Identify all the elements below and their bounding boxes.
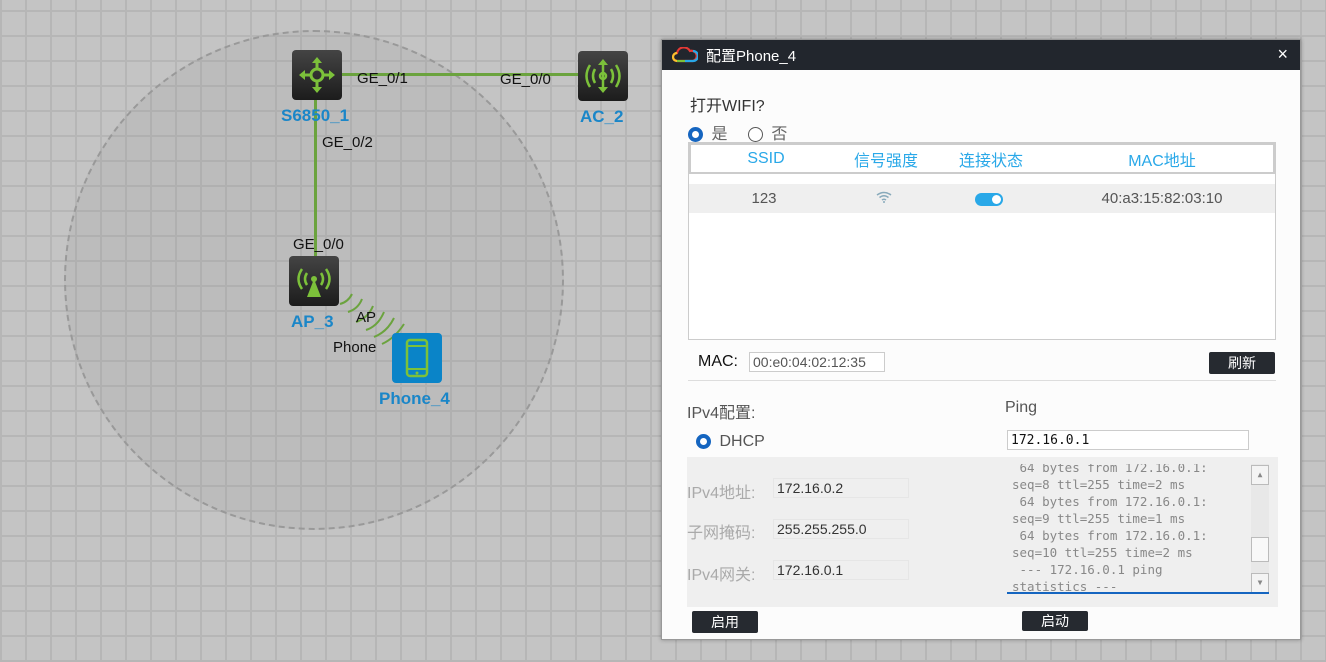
switch-device[interactable]	[292, 50, 342, 100]
wireless-link-icon	[339, 293, 405, 345]
ssid-cell: 123	[751, 190, 777, 207]
port-label: GE_0/2	[322, 134, 373, 151]
ping-line: seq=8 ttl=255 time=2 ms	[1012, 477, 1186, 492]
ping-line: seq=9 ttl=255 time=1 ms	[1012, 511, 1186, 526]
subnet-mask-input[interactable]: 255.255.255.0	[773, 519, 909, 539]
col-signal: 信号强度	[853, 152, 918, 170]
link-s6850-ap	[314, 75, 317, 275]
device-label: S6850_1	[281, 106, 350, 125]
access-point-icon	[297, 268, 331, 297]
dhcp-radio[interactable]	[696, 434, 711, 450]
link-s6850-ac	[317, 73, 602, 76]
scroll-down-icon[interactable]: ▼	[1251, 573, 1269, 592]
device-label: Phone_4	[379, 389, 450, 408]
port-label: GE_0/0	[293, 236, 344, 253]
close-button[interactable]: ×	[1277, 44, 1288, 64]
start-ping-button[interactable]: 启动	[1022, 611, 1088, 631]
ipv4-address-label: IPv4地址:	[687, 485, 756, 502]
gateway-label: IPv4网关:	[687, 567, 756, 584]
wifi-yes-label: 是	[711, 126, 728, 143]
config-dialog: 配置Phone_4 × 打开WIFI? 是 否 SSID 信号强度 连接状态 M…	[661, 39, 1301, 640]
ac-device[interactable]	[578, 51, 628, 101]
phone-icon	[405, 338, 429, 378]
dhcp-label: DHCP	[719, 433, 765, 450]
gateway-input[interactable]: 172.16.0.1	[773, 560, 909, 580]
ping-title: Ping	[1005, 399, 1038, 416]
ping-line: seq=10 ttl=255 time=2 ms	[1012, 545, 1193, 560]
connection-toggle[interactable]	[929, 190, 1049, 207]
wifi-no-radio[interactable]	[747, 127, 763, 143]
ap-device[interactable]	[289, 256, 339, 306]
ping-output[interactable]: 64 bytes from 172.16.0.1: seq=8 ttl=255 …	[1007, 464, 1269, 594]
port-label: AP	[356, 309, 377, 326]
switch-icon	[299, 57, 335, 93]
ping-line: --- 172.16.0.1 ping	[1012, 562, 1163, 577]
col-ssid: SSID	[747, 149, 785, 167]
ipv4-config-title: IPv4配置:	[687, 405, 756, 422]
apply-button[interactable]: 启用	[692, 611, 758, 633]
mac-input[interactable]: 00:e0:04:02:12:35	[749, 352, 885, 372]
scroll-thumb[interactable]	[1251, 537, 1269, 562]
mac-label: MAC:	[698, 353, 738, 370]
cloud-logo-icon	[672, 47, 698, 63]
subnet-mask-label: 子网掩码:	[687, 525, 756, 542]
refresh-button[interactable]: 刷新	[1209, 352, 1275, 374]
col-status: 连接状态	[958, 152, 1023, 170]
mac-cell: 40:a3:15:82:03:10	[1101, 190, 1223, 207]
wifi-table: SSID 信号强度 连接状态 MAC地址 123 40:a3:15:82:03:…	[688, 142, 1276, 340]
divider	[688, 380, 1276, 381]
table-row[interactable]: 123 40:a3:15:82:03:10	[689, 184, 1275, 213]
topology-canvas[interactable]: S6850_1 AC_2 AP_3 Phone_4 GE_0/1 GE_0/0 …	[0, 0, 660, 662]
phone-device[interactable]	[392, 333, 442, 383]
ipv4-address-input[interactable]: 172.16.0.2	[773, 478, 909, 498]
ping-line: 64 bytes from 172.16.0.1:	[1012, 494, 1208, 509]
ping-line: statistics ---	[1012, 579, 1118, 594]
col-mac: MAC地址	[1128, 152, 1196, 170]
scroll-up-icon[interactable]: ▲	[1251, 465, 1269, 485]
wifi-yes-radio[interactable]	[688, 127, 703, 143]
wifi-question: 打开WIFI?	[690, 98, 765, 115]
device-label: AC_2	[580, 107, 624, 126]
wifi-no-label: 否	[771, 126, 788, 143]
ping-target-input[interactable]: 172.16.0.1	[1007, 430, 1249, 450]
wifi-radio-group: 是 否	[688, 120, 787, 144]
dialog-title: 配置Phone_4	[706, 47, 797, 65]
port-label: Phone	[333, 339, 377, 356]
ping-line: 64 bytes from 172.16.0.1:	[1012, 464, 1208, 475]
ping-line: 64 bytes from 172.16.0.1:	[1012, 528, 1208, 543]
device-label: AP_3	[291, 312, 334, 331]
port-label: GE_0/0	[500, 71, 551, 88]
scrollbar[interactable]: ▲ ▼	[1251, 464, 1269, 592]
dialog-titlebar: 配置Phone_4 ×	[662, 40, 1300, 70]
wifi-signal-icon	[839, 190, 929, 207]
access-controller-icon	[585, 59, 621, 93]
ipv4-panel	[687, 457, 1278, 607]
port-label: GE_0/1	[357, 70, 408, 87]
table-header: SSID 信号强度 连接状态 MAC地址	[689, 143, 1275, 174]
dhcp-option[interactable]: DHCP	[696, 433, 765, 451]
